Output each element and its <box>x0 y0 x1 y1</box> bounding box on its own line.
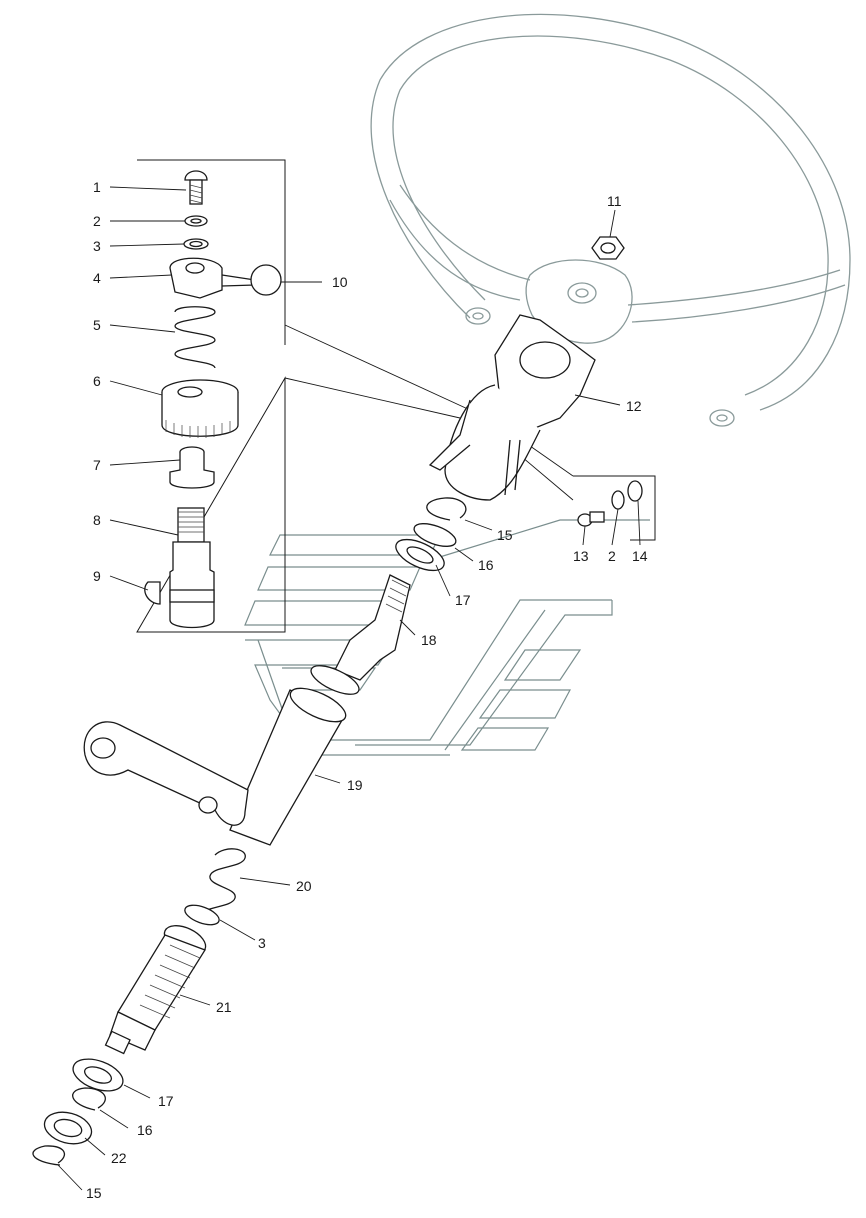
callout-20: 20 <box>296 878 312 894</box>
part-19-column-tube <box>83 665 360 846</box>
part-16-ring-upper <box>413 523 457 547</box>
part-9-key <box>144 581 161 605</box>
callout-21: 21 <box>216 999 232 1015</box>
callout-9: 9 <box>93 568 101 584</box>
part-22-ring <box>43 1111 93 1145</box>
callout-11: 11 <box>607 193 622 209</box>
callout-3: 3 <box>93 238 101 254</box>
part-10-knob <box>250 264 282 296</box>
part-5-spring <box>174 306 216 369</box>
part-17-bearing-upper <box>395 538 445 572</box>
part-4-lever <box>169 257 256 299</box>
callout-8: 8 <box>93 512 101 528</box>
part-13-bolt <box>577 511 605 527</box>
callout-10: 10 <box>332 274 348 290</box>
callout-19: 19 <box>347 777 363 793</box>
callout-13: 13 <box>573 548 589 564</box>
callout-6: 6 <box>93 373 101 389</box>
callout-5: 5 <box>93 317 101 333</box>
part-2-ring-small <box>611 490 625 510</box>
part-11-nut <box>591 236 625 260</box>
part-21-splined-shaft <box>104 925 207 1055</box>
callout-17-lower: 17 <box>158 1093 174 1109</box>
part-3-washer-lower <box>184 904 220 926</box>
part-3-washer <box>183 238 209 250</box>
callout-labels: 1 2 3 4 5 6 7 8 9 10 11 12 13 2 14 15 16… <box>86 179 648 1201</box>
part-6-gear <box>161 379 239 438</box>
callout-22: 22 <box>111 1150 127 1166</box>
part-15-circlip-upper <box>426 497 467 521</box>
callout-15-lower: 15 <box>86 1185 102 1201</box>
callout-2-right: 2 <box>608 548 616 564</box>
detail-frame <box>136 159 471 633</box>
part-2-washer <box>184 215 208 227</box>
part-12-housing <box>428 314 596 501</box>
part-7-bushing <box>169 446 215 489</box>
callout-16-upper: 16 <box>478 557 494 573</box>
part-17-bearing-lower <box>72 1058 124 1092</box>
callout-2: 2 <box>93 213 101 229</box>
callout-12: 12 <box>626 398 642 414</box>
part-15-circlip-lower <box>32 1145 66 1166</box>
leader-lines <box>57 186 641 1191</box>
callout-15-upper: 15 <box>497 527 513 543</box>
callout-18: 18 <box>421 632 437 648</box>
part-20-spring <box>199 848 246 917</box>
callout-4: 4 <box>93 270 101 286</box>
part-8-shaft <box>169 507 215 629</box>
callout-14: 14 <box>632 548 648 564</box>
callout-16-lower: 16 <box>137 1122 153 1138</box>
part-1-screw <box>184 170 208 205</box>
steering-wheel <box>370 13 851 427</box>
callout-17-upper: 17 <box>455 592 471 608</box>
part-16-ring-lower <box>72 1087 106 1111</box>
callout-3-lower: 3 <box>258 935 266 951</box>
callout-7: 7 <box>93 457 101 473</box>
part-18-shaft <box>334 574 411 681</box>
callout-1: 1 <box>93 179 101 195</box>
part-14-ring <box>627 480 643 502</box>
